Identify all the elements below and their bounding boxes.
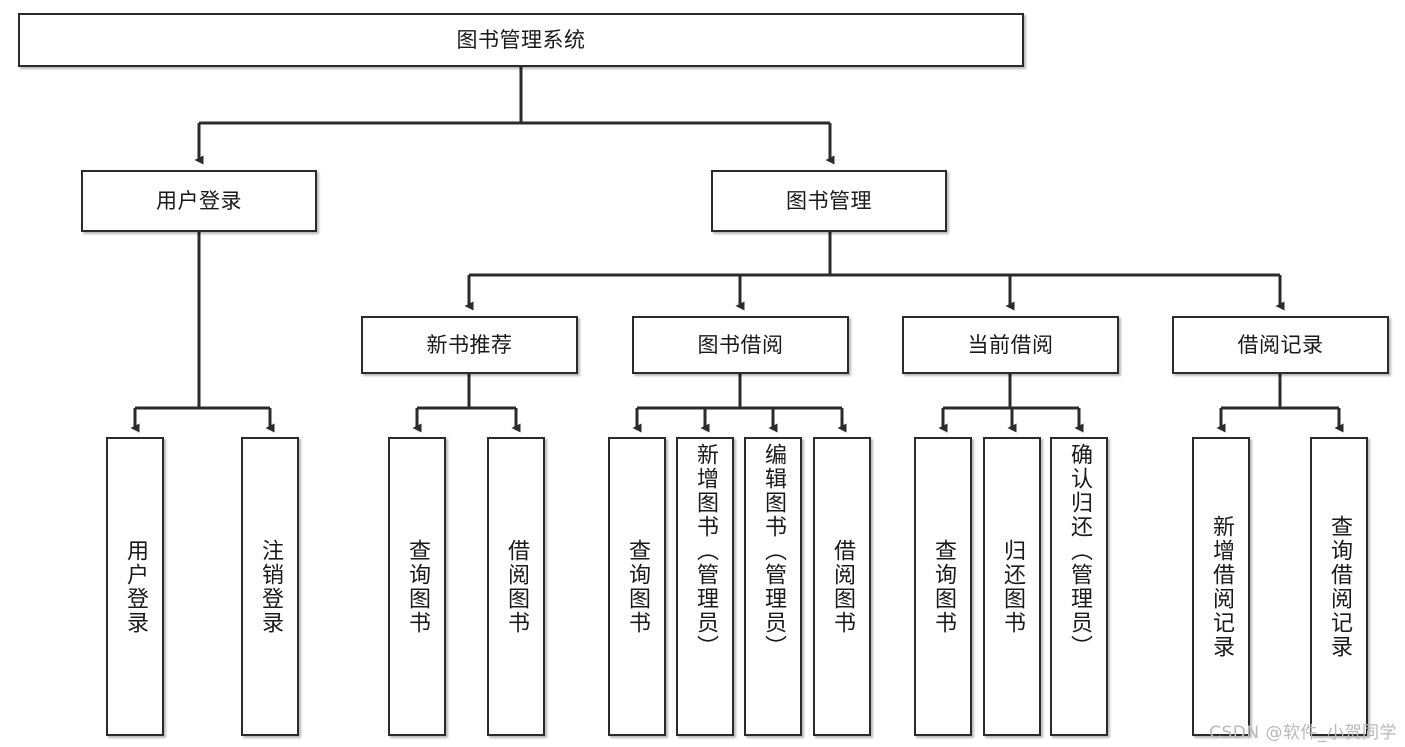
node-label: 查询图书 <box>625 538 650 635</box>
node-label: 注销登录 <box>258 538 283 635</box>
node-user-login[interactable]: 用户登录 <box>81 170 317 232</box>
leaf-user-login[interactable]: 用户登录 <box>106 437 164 736</box>
node-label: 图书管理系统 <box>456 27 586 52</box>
node-label: 用户登录 <box>156 188 242 213</box>
leaf-logout[interactable]: 注销登录 <box>241 437 299 736</box>
node-label: 新书推荐 <box>426 332 513 357</box>
leaf-query-book-recommend[interactable]: 查询图书 <box>388 437 446 736</box>
leaf-return-book[interactable]: 归还图书 <box>983 437 1041 736</box>
leaf-query-book-current[interactable]: 查询图书 <box>914 437 972 736</box>
node-label: 借阅记录 <box>1237 332 1324 357</box>
node-label: 图书管理 <box>786 188 872 213</box>
leaf-borrow-book-recommend[interactable]: 借阅图书 <box>487 437 545 736</box>
node-label: 编辑图书（管理员） <box>761 443 786 659</box>
node-book-management[interactable]: 图书管理 <box>711 170 947 232</box>
node-label: 确认归还（管理员） <box>1067 443 1092 659</box>
node-label: 归还图书 <box>1000 538 1025 635</box>
connector-lines <box>130 67 1344 433</box>
node-label: 借阅图书 <box>830 538 855 635</box>
node-label: 查询借阅记录 <box>1327 514 1352 659</box>
leaf-edit-book-admin[interactable]: 编辑图书（管理员） <box>744 437 802 736</box>
node-label: 图书借阅 <box>697 332 784 357</box>
node-book-borrow[interactable]: 图书借阅 <box>632 316 849 374</box>
node-label: 新增图书（管理员） <box>693 443 718 659</box>
leaf-query-borrow-record[interactable]: 查询借阅记录 <box>1310 437 1368 736</box>
node-current-borrow[interactable]: 当前借阅 <box>902 316 1119 374</box>
node-new-book-recommend[interactable]: 新书推荐 <box>361 316 578 374</box>
node-label: 用户登录 <box>123 538 148 635</box>
node-root-book-management-system[interactable]: 图书管理系统 <box>18 13 1024 67</box>
leaf-query-book-borrow[interactable]: 查询图书 <box>608 437 666 736</box>
node-label: 当前借阅 <box>967 332 1054 357</box>
node-label: 查询图书 <box>405 538 430 635</box>
leaf-add-borrow-record[interactable]: 新增借阅记录 <box>1192 437 1250 736</box>
node-label: 新增借阅记录 <box>1209 514 1234 659</box>
leaf-add-book-admin[interactable]: 新增图书（管理员） <box>676 437 734 736</box>
node-label: 查询图书 <box>931 538 956 635</box>
node-borrow-records[interactable]: 借阅记录 <box>1172 316 1389 374</box>
watermark-text: CSDN @软件_小贺同学 <box>1209 723 1397 743</box>
leaf-confirm-return-admin[interactable]: 确认归还（管理员） <box>1050 437 1108 736</box>
node-label: 借阅图书 <box>504 538 529 635</box>
leaf-lend-book[interactable]: 借阅图书 <box>813 437 871 736</box>
